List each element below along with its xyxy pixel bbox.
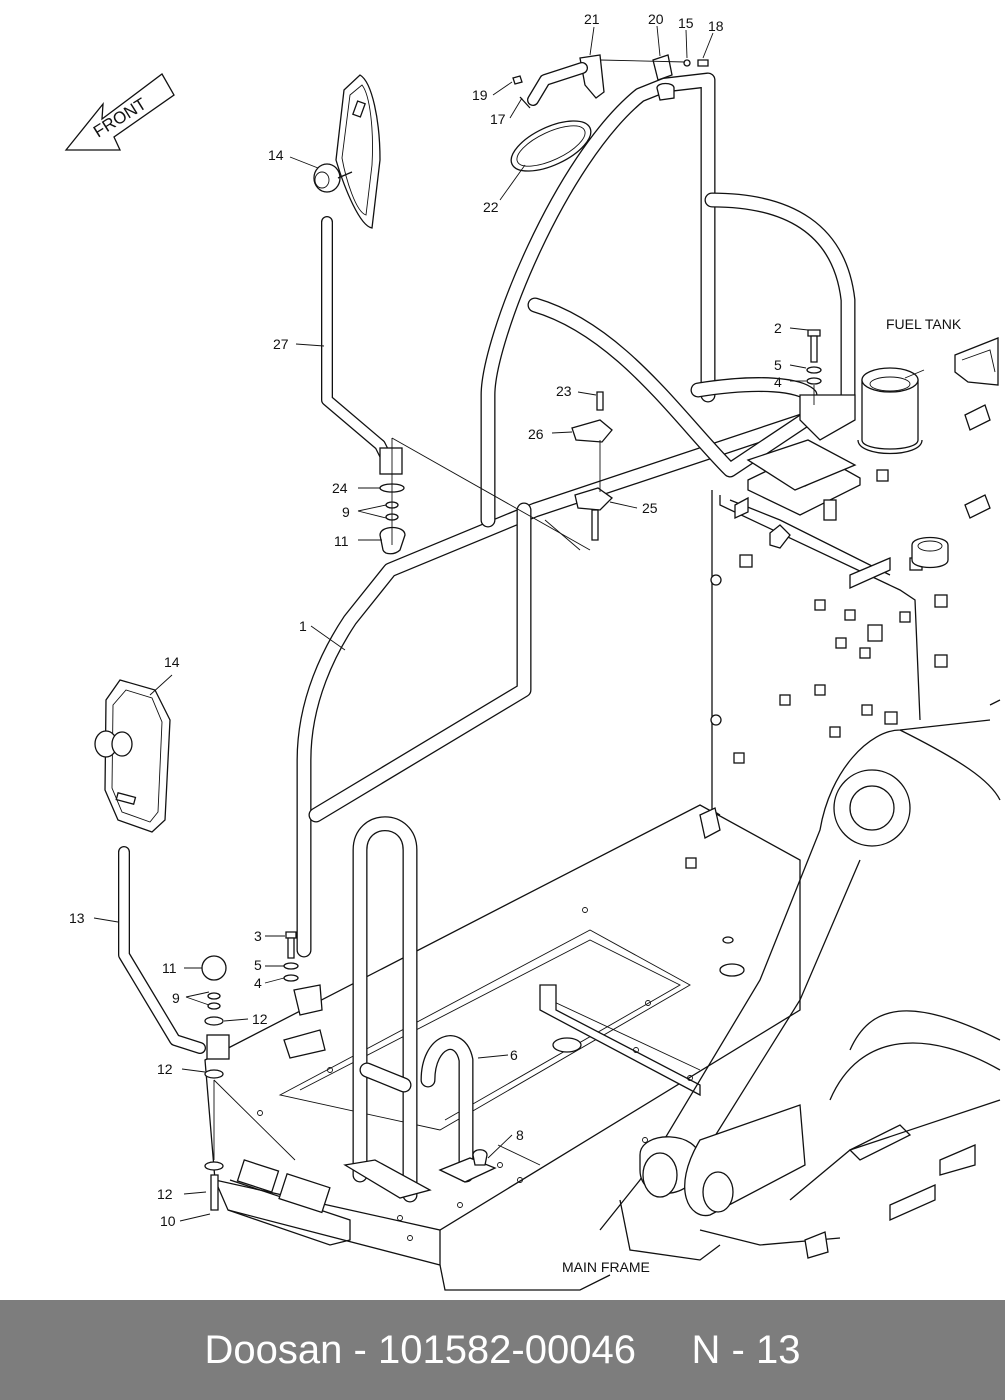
callout-17: 17 bbox=[490, 111, 506, 127]
callout-9-lower: 9 bbox=[172, 990, 180, 1006]
callout-11-upper: 11 bbox=[334, 533, 349, 549]
callout-20: 20 bbox=[648, 11, 664, 27]
callout-23: 23 bbox=[556, 383, 572, 399]
hardware bbox=[283, 54, 822, 1166]
callout-4-upper: 4 bbox=[774, 374, 782, 390]
parts-diagram: FRONT bbox=[64, 11, 1001, 1291]
callout-5-lower: 5 bbox=[254, 957, 262, 973]
callout-12-b: 12 bbox=[157, 1061, 173, 1077]
fuel-tank bbox=[857, 337, 999, 569]
callout-13: 13 bbox=[69, 910, 85, 926]
callout-2: 2 bbox=[774, 320, 782, 336]
callout-3: 3 bbox=[254, 928, 262, 944]
main-frame-label: MAIN FRAME bbox=[562, 1259, 650, 1275]
handrail bbox=[283, 72, 857, 1059]
callout-11-lower: 11 bbox=[162, 960, 177, 976]
callout-15: 15 bbox=[678, 15, 694, 31]
callout-24: 24 bbox=[332, 480, 348, 496]
fuel-tank-label: FUEL TANK bbox=[886, 316, 962, 332]
callout-22: 22 bbox=[483, 199, 499, 215]
callout-6: 6 bbox=[510, 1047, 518, 1063]
grab-handle bbox=[343, 816, 497, 1203]
lower-mirror bbox=[94, 679, 296, 1211]
footer-bar: Doosan - 101582-00046 N - 13 bbox=[0, 1300, 1005, 1400]
callout-19: 19 bbox=[472, 87, 488, 103]
callout-9-upper: 9 bbox=[342, 504, 350, 520]
callout-25: 25 bbox=[642, 500, 658, 516]
callout-18: 18 bbox=[708, 18, 724, 34]
callout-14-lower: 14 bbox=[164, 654, 180, 670]
callout-8: 8 bbox=[516, 1127, 524, 1143]
callouts: 21 20 15 18 19 17 22 14 27 2 5 4 23 26 2… bbox=[69, 11, 782, 1229]
upper-mirror bbox=[313, 74, 591, 555]
callout-27: 27 bbox=[273, 336, 289, 352]
callout-12-c: 12 bbox=[157, 1186, 173, 1202]
callout-5-upper: 5 bbox=[774, 357, 782, 373]
callout-12-a: 12 bbox=[252, 1011, 268, 1027]
part-number-caption: Doosan - 101582-00046 N - 13 bbox=[204, 1327, 801, 1372]
callout-4-lower: 4 bbox=[254, 975, 262, 991]
callout-26: 26 bbox=[528, 426, 544, 442]
leader-lines bbox=[93, 25, 925, 1222]
boom bbox=[599, 699, 1001, 1261]
callout-1: 1 bbox=[299, 618, 307, 634]
front-arrow: FRONT bbox=[64, 73, 175, 151]
callout-10: 10 bbox=[160, 1213, 176, 1229]
main-frame bbox=[204, 804, 801, 1291]
callout-21: 21 bbox=[584, 11, 600, 27]
callout-14-upper: 14 bbox=[268, 147, 284, 163]
